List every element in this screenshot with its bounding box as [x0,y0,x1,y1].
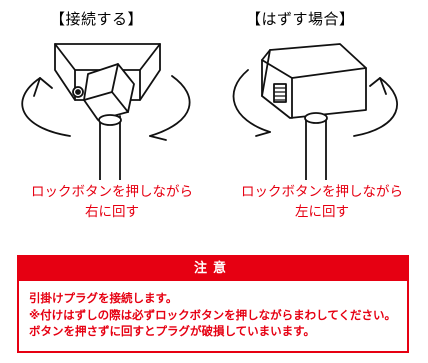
disconnect-caption: ロックボタンを押しながら 左に回す [222,182,422,222]
connect-title: 【接続する】 [50,10,144,28]
connect-caption-line1: ロックボタンを押しながら [31,184,193,200]
plug-illustrations [21,43,398,180]
caution-box: 注意 引掛けプラグを接続します。 ※付けはずしの際は必ずロックボタンを押しながら… [17,255,409,353]
caution-line2: ※付けはずしの際は必ずロックボタンを押しながらまわしてください。ボタンを押さずに… [29,307,396,339]
connect-illustration [21,43,191,180]
caution-body: 引掛けプラグを接続します。 ※付けはずしの際は必ずロックボタンを押しながらまわし… [19,281,407,340]
disconnect-caption-line1: ロックボタンを押しながら [241,184,403,200]
caution-line1: 引掛けプラグを接続します。 [29,291,178,305]
connect-caption: ロックボタンを押しながら 右に回す [12,182,212,222]
disconnect-caption-line2: 左に回す [295,204,349,220]
disconnect-illustration [232,43,398,180]
disconnect-title: 【はずす場合】 [246,10,355,28]
connect-caption-line2: 右に回す [85,204,139,220]
caution-heading: 注意 [19,257,407,281]
